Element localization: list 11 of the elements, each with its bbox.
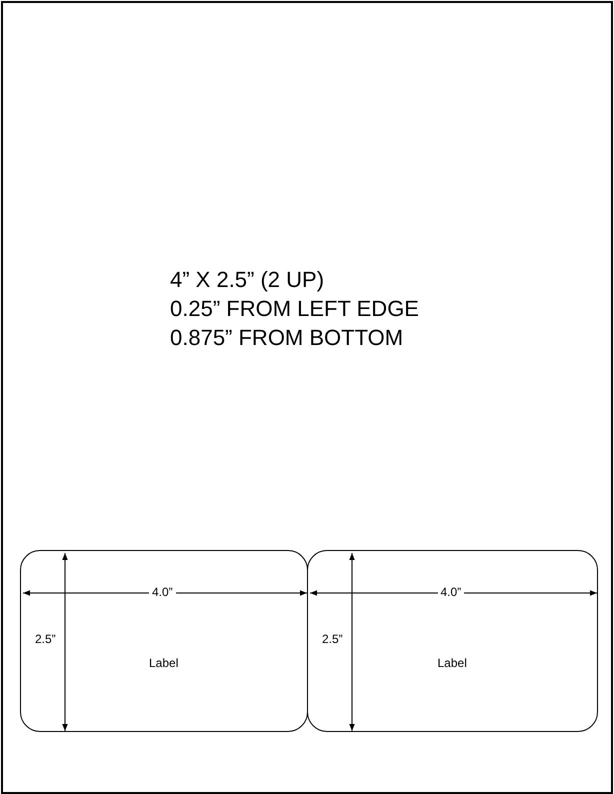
dimension-label: 4.0” (149, 585, 176, 599)
spec-text: 0.875” FROM BOTTOM (170, 324, 404, 352)
dimension-label: 4.0” (438, 585, 464, 599)
label-outline (20, 550, 308, 732)
label-outline (307, 550, 598, 732)
label-text: Label (149, 656, 178, 670)
dimension-label: 2.5” (35, 632, 56, 646)
label-text: Label (438, 656, 467, 670)
spec-text: 0.25” FROM LEFT EDGE (170, 295, 419, 323)
spec-text: 4” X 2.5” (2 UP) (170, 266, 326, 294)
dimension-label: 2.5” (322, 632, 343, 646)
